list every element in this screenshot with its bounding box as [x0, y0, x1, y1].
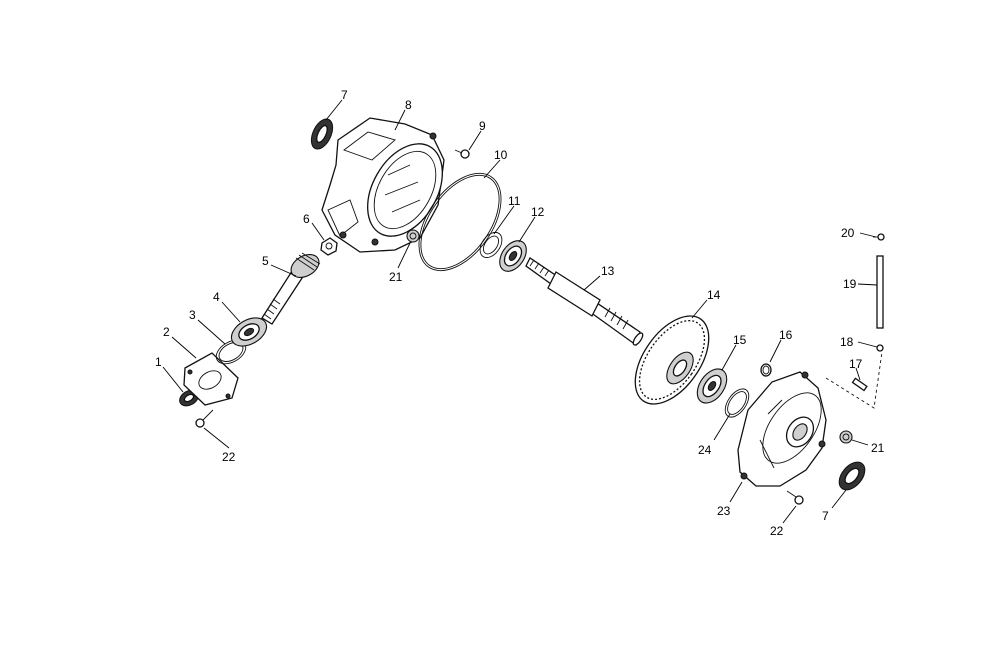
part-23-cover-housing: [737, 371, 827, 487]
part-8-gearcase-housing: [321, 117, 445, 253]
callout-7-lower: 7: [822, 509, 829, 523]
part-6-nut: [320, 237, 338, 256]
callout-22-left: 22: [222, 450, 236, 464]
callout-21-left: 21: [389, 270, 403, 284]
part-22-bolt-left: [195, 409, 214, 428]
part-17-pin: [851, 377, 868, 392]
callout-20: 20: [841, 226, 855, 240]
part-4-bearing: [230, 317, 268, 347]
callout-14: 14: [707, 288, 721, 302]
part-19-shaft: [876, 255, 884, 329]
part-16-ring: [760, 363, 772, 377]
part-12-bearing: [499, 240, 527, 272]
callout-5: 5: [262, 254, 269, 268]
callout-22-right: 22: [770, 524, 784, 538]
part-21-plug-left: [406, 229, 420, 243]
callout-7-upper: 7: [341, 88, 348, 102]
callout-21-right: 21: [871, 441, 885, 455]
part-13-output-shaft: [525, 257, 644, 347]
callout-10: 10: [494, 148, 508, 162]
callout-9: 9: [479, 119, 486, 133]
part-24-o-ring: [724, 388, 750, 418]
part-7-seal-upper: [310, 118, 334, 150]
callout-15: 15: [733, 333, 747, 347]
part-11-shim: [479, 231, 503, 259]
part-5-pinion-shaft: [261, 252, 321, 325]
part-2-cover-plate: [183, 352, 239, 406]
callout-labels: 1 2 3 4 5 6 7 8 9 10 11 12 13 14 15 16 1…: [155, 88, 885, 538]
callout-6: 6: [303, 212, 310, 226]
callout-4: 4: [213, 290, 220, 304]
part-20-clip: [873, 233, 885, 241]
assembly-guide-line: [825, 351, 883, 409]
callout-12: 12: [531, 205, 545, 219]
part-7-seal-lower: [838, 461, 866, 491]
callout-19: 19: [843, 277, 857, 291]
callout-2: 2: [163, 325, 170, 339]
callout-8: 8: [405, 98, 412, 112]
callout-18: 18: [840, 335, 854, 349]
part-14-ring-gear: [634, 315, 710, 405]
callout-17: 17: [849, 357, 863, 371]
part-22-bolt-right: [786, 490, 804, 505]
part-15-bearing: [696, 368, 728, 404]
callout-16: 16: [779, 328, 793, 342]
leader-lines: [162, 99, 878, 524]
callout-3: 3: [189, 308, 196, 322]
callout-24: 24: [698, 443, 712, 457]
part-18-washer: [876, 344, 884, 352]
part-9-bolt: [454, 149, 470, 159]
callout-1: 1: [155, 355, 162, 369]
callout-11: 11: [508, 194, 521, 208]
callout-23: 23: [717, 504, 731, 518]
part-21-plug-right: [839, 430, 853, 444]
callout-13: 13: [601, 264, 615, 278]
